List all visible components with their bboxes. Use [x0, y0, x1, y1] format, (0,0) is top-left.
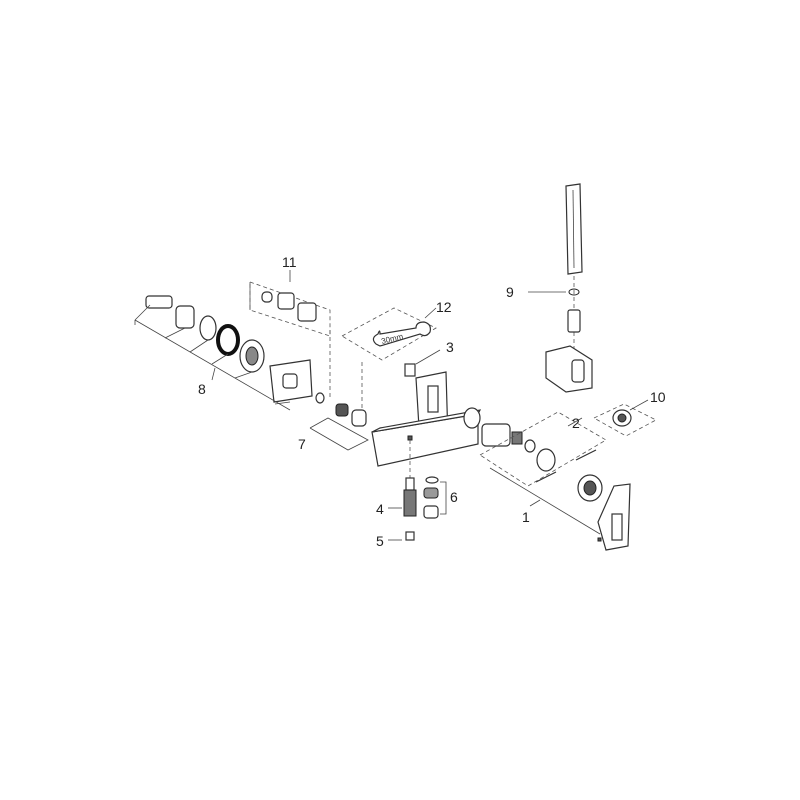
callout-4: 4: [376, 501, 384, 517]
callout-8: 8: [198, 381, 206, 397]
part-10: 10: [593, 389, 666, 437]
callout-2: 2: [572, 415, 580, 431]
part-group-1-2: 2 1: [479, 411, 631, 551]
callout-6: 6: [450, 489, 458, 505]
callout-9: 9: [506, 284, 514, 300]
callout-3: 3: [446, 339, 454, 355]
part-group-4-5-6: 4 5 6: [376, 476, 458, 549]
part-group-8: 8: [134, 295, 313, 411]
callout-5: 5: [376, 533, 384, 549]
callout-10: 10: [650, 389, 666, 405]
callout-7: 7: [298, 436, 306, 452]
part-hand-shower-9: 9: [506, 183, 593, 393]
mixer-body: [371, 371, 482, 480]
part-group-11: 11: [249, 254, 331, 337]
part-3: 3: [404, 339, 454, 377]
callout-1: 1: [522, 509, 530, 525]
part-group-7: 7: [298, 330, 369, 452]
callout-11: 11: [282, 254, 297, 270]
callout-12: 12: [436, 299, 452, 315]
